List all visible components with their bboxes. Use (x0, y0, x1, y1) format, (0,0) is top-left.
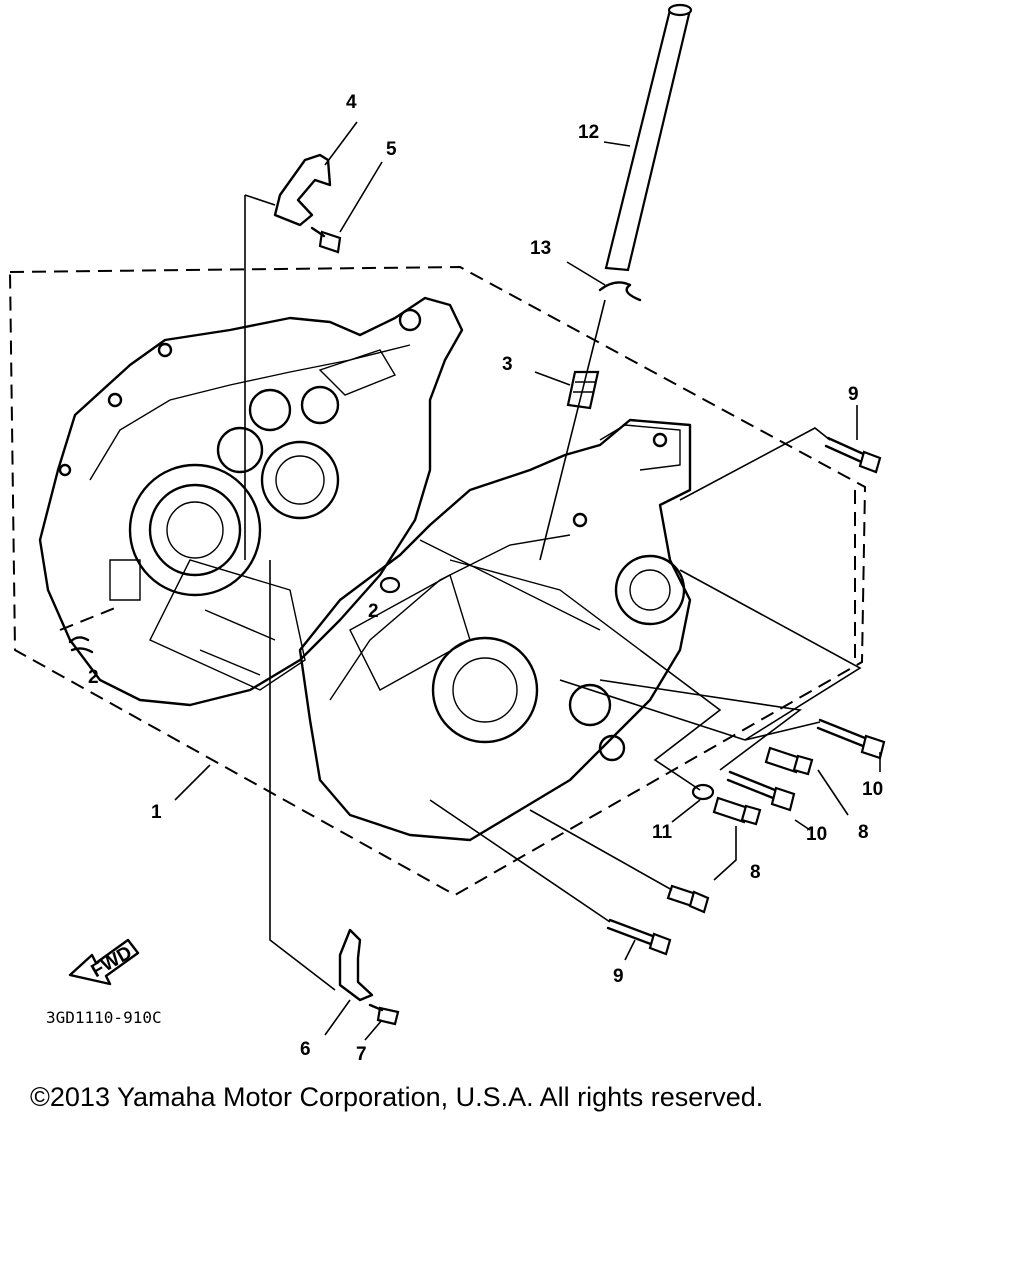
bolt-part-9-lower (606, 918, 672, 956)
callout-13: 13 (530, 238, 551, 259)
callout-10-right: 10 (862, 779, 883, 800)
callout-9-lower: 9 (613, 966, 624, 987)
callout-12: 12 (578, 122, 599, 143)
drawing-code: 3GD1110-910C (46, 1008, 162, 1027)
callout-1: 1 (151, 802, 162, 823)
clip-part-13 (598, 281, 642, 302)
callout-6: 6 (300, 1039, 311, 1060)
crankcase-exploded-diagram: FWD 1 2 2 3 4 5 6 7 8 8 9 9 10 10 11 12 … (8, 3, 886, 1065)
bolt-part-9-upper (824, 436, 882, 474)
callout-3: 3 (502, 354, 513, 375)
bracket-part-6 (338, 928, 374, 1002)
forward-direction-arrow: FWD (68, 938, 140, 986)
left-crankcase-half (38, 296, 464, 707)
breather-hose-part-12 (604, 3, 693, 272)
callout-5: 5 (386, 139, 397, 160)
callout-8-right: 8 (858, 822, 869, 843)
callout-9-upper: 9 (848, 384, 859, 405)
callout-7: 7 (356, 1044, 367, 1065)
callout-10-middle: 10 (806, 824, 827, 845)
fwd-label: FWD (88, 942, 136, 982)
bolt-part-5 (310, 226, 342, 254)
callout-2-left: 2 (88, 667, 99, 688)
callout-4: 4 (346, 92, 357, 113)
bolt-part-8-middle (712, 796, 762, 826)
dowel-pin-part-2-left (68, 636, 94, 654)
assembly-boundary-inner-dashed (59, 490, 856, 660)
callout-2-center: 2 (368, 601, 379, 622)
bracket-part-4 (273, 153, 332, 227)
bolt-part-10-right (816, 718, 886, 760)
callout-11: 11 (652, 822, 673, 843)
bolt-part-8-right (764, 746, 814, 776)
right-crankcase-half (298, 418, 692, 842)
dowel-pin-part-2-center (379, 576, 401, 594)
leader-lines (174, 121, 881, 1041)
screw-part-7 (368, 1003, 400, 1026)
bolt-part-10-middle (726, 770, 796, 812)
callout-8-lower: 8 (750, 862, 761, 883)
assembly-boundary-dashed (8, 265, 867, 897)
bolt-part-8-lower (666, 884, 710, 914)
copyright-notice: ©2013 Yamaha Motor Corporation, U.S.A. A… (30, 1082, 764, 1112)
